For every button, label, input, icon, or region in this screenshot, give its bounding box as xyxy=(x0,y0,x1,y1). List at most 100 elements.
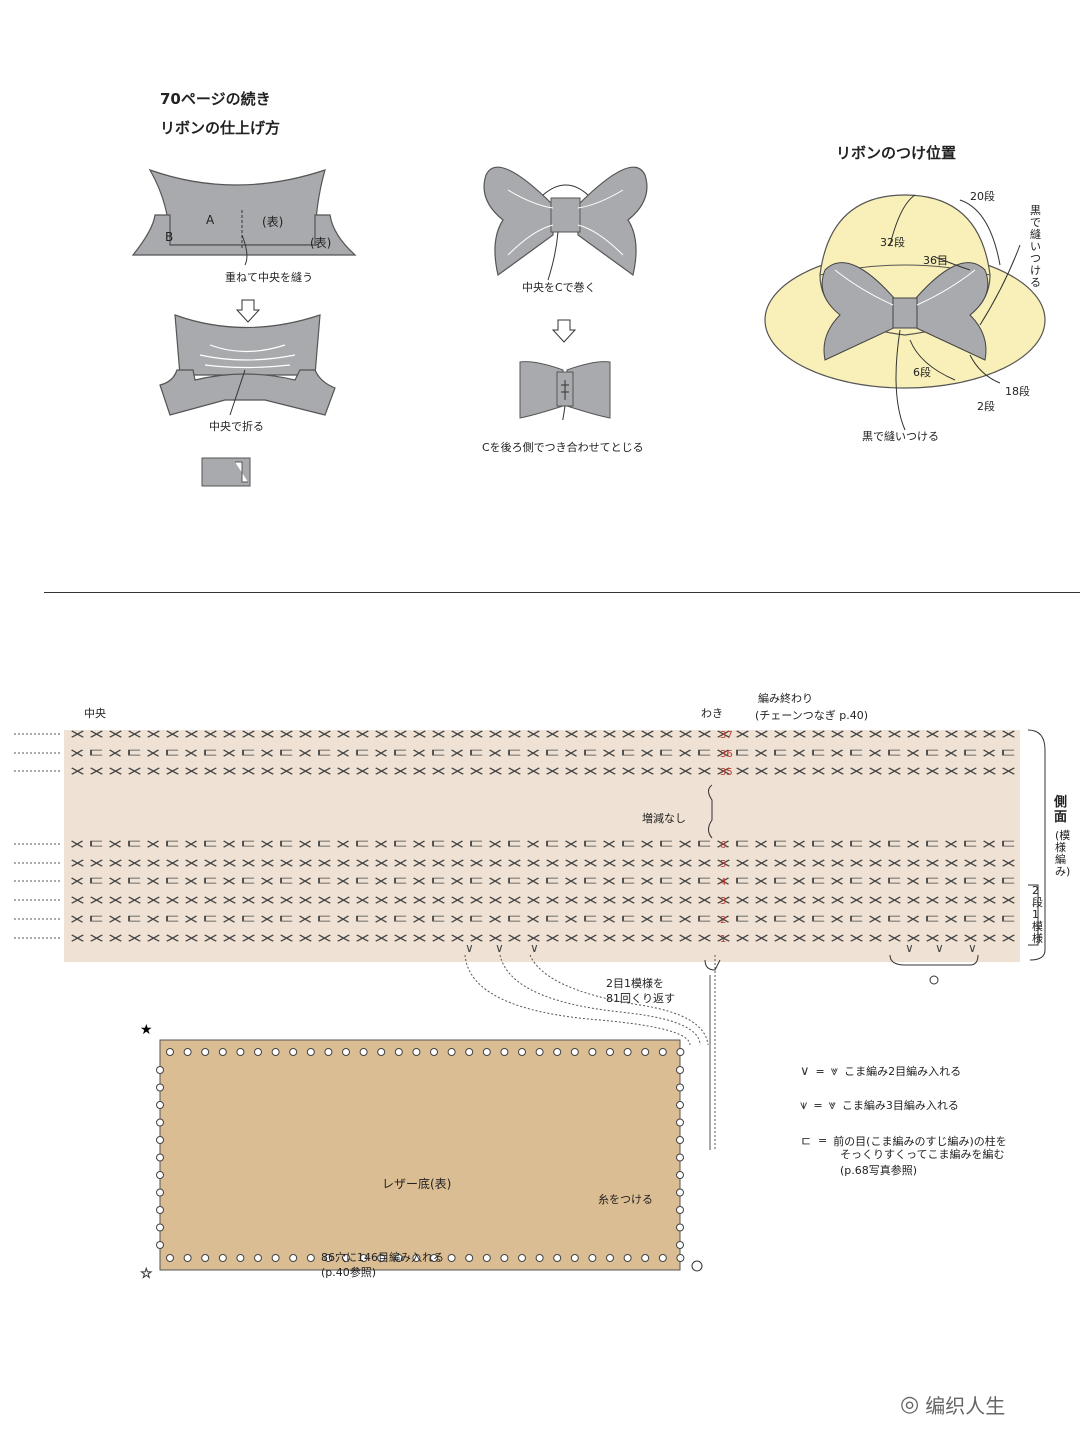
base-hole xyxy=(430,1048,438,1056)
two-rows-label: 2段1模様 xyxy=(1032,884,1043,945)
stitch-row: ××××××××××××××××××××××××××××××××××××××××… xyxy=(68,893,1018,907)
legend-line-3: (p.68写真参照) xyxy=(840,1164,918,1177)
base-hole xyxy=(676,1223,684,1232)
base-hole xyxy=(676,1241,684,1249)
base-hole xyxy=(676,1101,684,1109)
base-hole xyxy=(447,1254,456,1262)
base-hole xyxy=(465,1254,474,1262)
ribbon-folded-diagram xyxy=(159,314,336,416)
label-a: A xyxy=(206,213,215,227)
no-change-label: 増減なし xyxy=(642,812,686,825)
base-hole xyxy=(500,1254,509,1262)
base-hole xyxy=(553,1048,562,1056)
hat-row-6: 6段 xyxy=(913,366,931,379)
increase-mark: ∨ xyxy=(465,941,474,955)
base-hole xyxy=(412,1254,421,1262)
label-front-1: (表) xyxy=(262,215,284,229)
base-hole xyxy=(359,1048,368,1056)
base-hole xyxy=(623,1048,632,1056)
v-inc-icon: ∨ xyxy=(800,1063,810,1079)
increase-mark: ∨ xyxy=(530,941,539,955)
crochet-chart: ××××××××××××××××××××××××××××××××××××××××… xyxy=(14,727,1046,985)
base-hole xyxy=(676,1171,684,1179)
row-number: 1 xyxy=(720,934,726,945)
base-hole xyxy=(342,1048,350,1056)
base-hole xyxy=(306,1254,315,1262)
front-post-icon: ㄷ xyxy=(800,1135,812,1150)
connector-lines xyxy=(464,954,716,1150)
section-divider xyxy=(44,592,1080,593)
base-hole xyxy=(658,1254,667,1262)
base-hole xyxy=(430,1254,438,1262)
base-hole xyxy=(236,1048,245,1056)
increase-mark: ∨ xyxy=(495,941,504,955)
leather-base-label: レザー底(表) xyxy=(382,1177,452,1191)
leather-base: ★ ☆ xyxy=(140,1022,703,1282)
ribbon-closed-diagram xyxy=(519,361,611,420)
increase-mark: ∨ xyxy=(968,941,977,955)
close-c-label: Cを後ろ側でつき合わせてとじる xyxy=(482,441,644,454)
base-hole xyxy=(156,1101,164,1109)
base-hole xyxy=(183,1048,192,1056)
base-hole xyxy=(623,1254,632,1262)
wrap-c-label: 中央をCで巻く xyxy=(522,281,596,294)
base-hole xyxy=(394,1254,403,1262)
base-hole xyxy=(641,1048,650,1056)
base-hole xyxy=(676,1136,684,1144)
label-front-2: (表) xyxy=(310,236,332,250)
side-section-sub: (模様編み) xyxy=(1055,829,1071,878)
base-hole xyxy=(156,1188,164,1197)
base-hole xyxy=(500,1048,509,1056)
ribbon-finish-title: リボンの仕上げ方 xyxy=(160,119,281,137)
side-section-label: 側面 xyxy=(1054,795,1068,825)
row-number: 35 xyxy=(720,767,733,778)
hat-row-2: 2段 xyxy=(977,400,995,413)
hat-sew-black-bottom: 黒で縫いつける xyxy=(862,430,939,443)
base-hole xyxy=(676,1066,684,1074)
base-hole xyxy=(289,1254,298,1262)
base-hole xyxy=(465,1048,474,1056)
base-hole xyxy=(588,1048,597,1056)
base-hole xyxy=(201,1254,210,1262)
label-b: B xyxy=(165,230,174,244)
base-hole xyxy=(156,1136,164,1144)
base-hole xyxy=(676,1118,684,1127)
increase-mark: ∨ xyxy=(905,941,914,955)
base-hole xyxy=(342,1254,350,1262)
base-hole xyxy=(183,1254,192,1262)
hat-row-18: 18段 xyxy=(1005,385,1030,398)
stitch-row: ×ㄷ×ㄷ×ㄷ×ㄷ×ㄷ×ㄷ×ㄷ×ㄷ×ㄷ×ㄷ×ㄷ×ㄷ×ㄷ×ㄷ×ㄷ×ㄷ×ㄷ×ㄷ×ㄷ×ㄷ… xyxy=(68,912,1018,926)
base-hole xyxy=(156,1241,164,1249)
svg-text:☆: ☆ xyxy=(140,1266,153,1282)
base-hole xyxy=(676,1083,684,1092)
fold-center-label: 中央で折る xyxy=(209,420,264,433)
base-hole xyxy=(676,1153,684,1162)
base-hole xyxy=(254,1254,262,1262)
base-hole xyxy=(570,1254,579,1262)
base-hole xyxy=(156,1066,164,1074)
base-hole xyxy=(482,1048,491,1056)
base-hole xyxy=(289,1048,298,1056)
base-hole xyxy=(606,1048,614,1056)
piece-c-diagram xyxy=(201,457,251,487)
w-inc-icon: ⩛ xyxy=(800,1097,808,1113)
base-hole xyxy=(201,1048,210,1056)
base-hole xyxy=(535,1254,544,1262)
base-hole xyxy=(394,1048,403,1056)
continued-label: 70ページの続き xyxy=(160,90,271,108)
base-hole xyxy=(641,1254,650,1262)
base-hole xyxy=(535,1048,544,1056)
base-hole xyxy=(166,1048,174,1056)
base-hole xyxy=(553,1254,562,1262)
base-hole xyxy=(676,1048,685,1056)
stitch-row: ××××××××××××××××××××××××××××××××××××××××… xyxy=(68,727,1018,741)
base-hole xyxy=(676,1206,684,1214)
side-label: わき xyxy=(701,707,723,720)
base-hole xyxy=(377,1048,386,1056)
row-number: 3 xyxy=(720,896,726,907)
legend-item-3-inc: ⩛ = ⩔ こま編み3目編み入れる xyxy=(800,1097,959,1113)
down-arrow-icon xyxy=(236,299,260,323)
base-hole xyxy=(588,1254,597,1262)
base-hole xyxy=(156,1206,164,1214)
svg-text:★: ★ xyxy=(140,1022,153,1038)
